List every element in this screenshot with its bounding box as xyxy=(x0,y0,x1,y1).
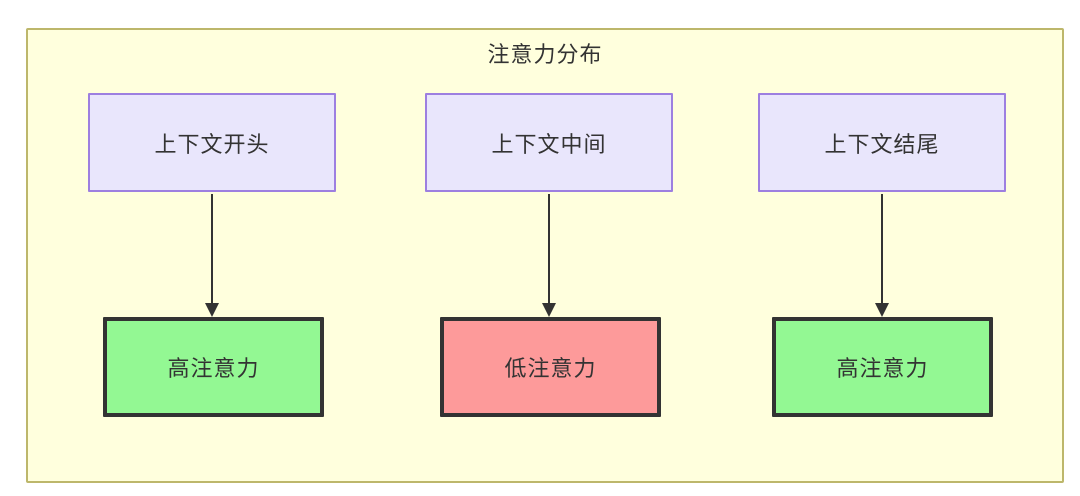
node-label: 高注意力 xyxy=(167,356,260,381)
node-attention-low-middle[interactable]: 低注意力 xyxy=(440,317,661,417)
node-label: 低注意力 xyxy=(504,356,597,381)
node-label: 上下文结尾 xyxy=(824,131,940,157)
node-context-middle[interactable]: 上下文中间 xyxy=(425,93,673,192)
node-label: 高注意力 xyxy=(836,356,929,381)
node-attention-high-end[interactable]: 高注意力 xyxy=(772,317,993,417)
node-context-start[interactable]: 上下文开头 xyxy=(88,93,336,192)
node-label: 上下文中间 xyxy=(491,131,607,157)
node-attention-high-start[interactable]: 高注意力 xyxy=(103,317,324,417)
subgraph-title: 注意力分布 xyxy=(487,42,603,67)
node-label: 上下文开头 xyxy=(154,131,270,157)
node-context-end[interactable]: 上下文结尾 xyxy=(758,93,1006,192)
